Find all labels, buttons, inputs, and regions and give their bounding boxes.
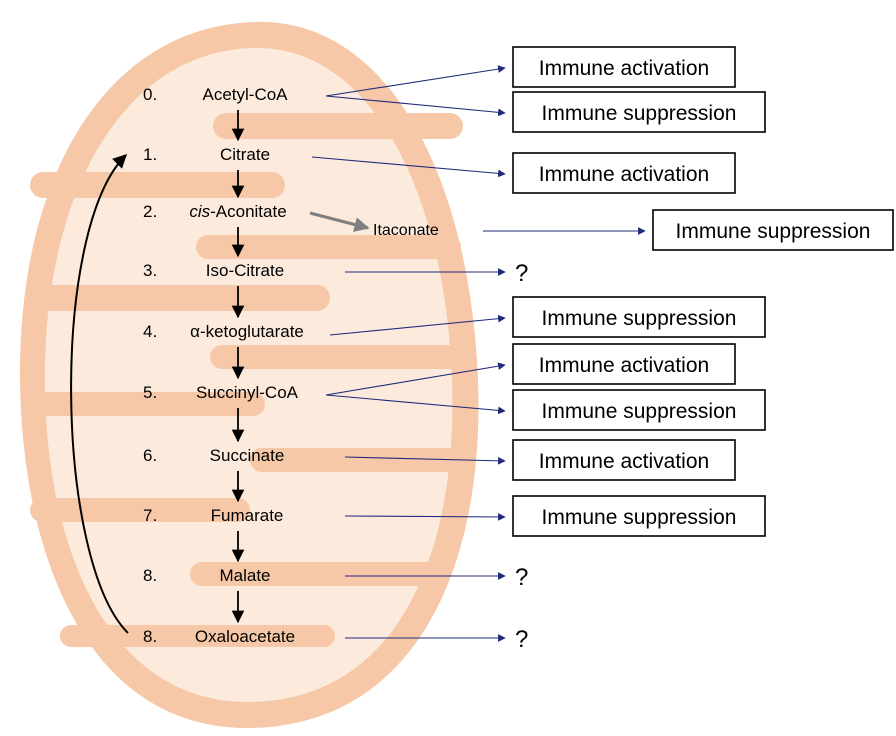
tca-step: 8. Oxaloacetate bbox=[143, 627, 295, 646]
step-number: 7. bbox=[143, 506, 157, 525]
outcome-box-frame bbox=[512, 46, 736, 88]
step-name: Succinyl-CoA bbox=[196, 383, 299, 402]
step-number: 2. bbox=[143, 202, 157, 221]
step-name: α-ketoglutarate bbox=[190, 322, 304, 341]
tca-step: 2. cis-Aconitate bbox=[143, 202, 287, 221]
step-name-text: Acetyl-CoA bbox=[202, 85, 288, 104]
step-name-text: Iso-Citrate bbox=[206, 261, 284, 280]
outcome-box: Immune activation bbox=[512, 46, 736, 88]
outcome-label: Immune suppression bbox=[542, 506, 737, 529]
outcome-link-arrow bbox=[344, 513, 506, 521]
tca-step: 1. Citrate bbox=[143, 145, 270, 164]
unknown-outcome: ? bbox=[515, 564, 528, 591]
outcome-label: Immune suppression bbox=[542, 307, 737, 330]
outcome-label: Immune suppression bbox=[676, 220, 871, 243]
step-name: Oxaloacetate bbox=[195, 627, 295, 646]
step-number: 3. bbox=[143, 261, 157, 280]
step-name-text: Fumarate bbox=[211, 506, 284, 525]
step-name: Succinate bbox=[210, 446, 285, 465]
mitochondrion bbox=[19, 21, 479, 729]
outcome-box-frame bbox=[512, 91, 766, 133]
outcome-box: Immune suppression bbox=[512, 91, 766, 133]
outcome-box-frame bbox=[512, 495, 766, 537]
tca-step: 5. Succinyl-CoA bbox=[143, 383, 299, 402]
outcome-unknown-mark: ? bbox=[515, 626, 528, 653]
step-number: 0. bbox=[143, 85, 157, 104]
step-name: Malate bbox=[219, 566, 270, 585]
step-name-text: Malate bbox=[219, 566, 270, 585]
itaconate-branch-arrow bbox=[309, 211, 370, 232]
step-name-text: Succinyl-CoA bbox=[196, 383, 299, 402]
step-name-text: Oxaloacetate bbox=[195, 627, 295, 646]
unknown-outcome: ? bbox=[515, 626, 528, 653]
tca-step: 6. Succinate bbox=[143, 446, 284, 465]
outcome-label: Immune suppression bbox=[542, 400, 737, 423]
step-name-italic: cis bbox=[189, 202, 210, 221]
outcome-box: Immune suppression bbox=[512, 296, 766, 338]
step-name-text: Citrate bbox=[220, 145, 270, 164]
outcome-unknown-mark: ? bbox=[515, 260, 528, 287]
outcome-box-frame bbox=[512, 296, 766, 338]
itaconate-label: Itaconate bbox=[373, 222, 439, 239]
step-name: Iso-Citrate bbox=[206, 261, 284, 280]
outcome-box-frame bbox=[512, 343, 736, 385]
outcome-links bbox=[311, 65, 646, 642]
cristae bbox=[30, 113, 465, 647]
outcome-label: Immune activation bbox=[539, 57, 709, 80]
tca-step: 3. Iso-Citrate bbox=[143, 261, 284, 280]
outcome-box: Immune suppression bbox=[652, 209, 894, 251]
step-number: 8. bbox=[143, 627, 157, 646]
outcome-link-arrow bbox=[329, 314, 506, 336]
outcome-link-arrow bbox=[344, 456, 506, 465]
outcome-box-frame bbox=[652, 209, 894, 251]
tca-step: 7. Fumarate bbox=[143, 506, 283, 525]
outcome-box: Immune activation bbox=[512, 152, 736, 194]
outcome-label: Immune suppression bbox=[542, 102, 737, 125]
outcome-link-arrow bbox=[325, 65, 506, 97]
outcome-link-arrow bbox=[325, 362, 506, 396]
outcome-box-frame bbox=[512, 389, 766, 431]
step-name-text: Succinate bbox=[210, 446, 285, 465]
step-name: Acetyl-CoA bbox=[202, 85, 288, 104]
step-number: 6. bbox=[143, 446, 157, 465]
matrix bbox=[44, 47, 453, 703]
outcome-box-frame bbox=[512, 152, 736, 194]
step-number: 5. bbox=[143, 383, 157, 402]
step-number: 8. bbox=[143, 566, 157, 585]
regeneration-arrow bbox=[70, 154, 129, 634]
outcome-label: Immune activation bbox=[539, 450, 709, 473]
tca-step: 8. Malate bbox=[143, 566, 271, 585]
tca-step: 4. α-ketoglutarate bbox=[143, 322, 304, 341]
step-name: cis-Aconitate bbox=[189, 202, 286, 221]
tca-steps: 0. Acetyl-CoA 1. Citrate 2. cis-Aconitate 3. Is… bbox=[143, 85, 304, 646]
step-number: 1. bbox=[143, 145, 157, 164]
outcome-box-frame bbox=[512, 439, 736, 481]
step-name: Citrate bbox=[220, 145, 270, 164]
step-name-text: -Aconitate bbox=[210, 202, 287, 221]
outcome-box: Immune activation bbox=[512, 439, 736, 481]
outcome-link-arrow bbox=[311, 156, 506, 178]
outcome-label: Immune activation bbox=[539, 163, 709, 186]
unknown-outcome: ? bbox=[515, 260, 528, 287]
outcome-box: Immune suppression bbox=[512, 495, 766, 537]
step-name-text: α-ketoglutarate bbox=[190, 322, 304, 341]
outcome-box: Immune activation bbox=[512, 343, 736, 385]
outcome-unknown-mark: ? bbox=[515, 564, 528, 591]
outcome-link-arrow bbox=[325, 95, 506, 117]
step-name: Fumarate bbox=[211, 506, 284, 525]
outcome-link-arrow bbox=[325, 394, 506, 415]
step-number: 4. bbox=[143, 322, 157, 341]
outcome-box: Immune suppression bbox=[512, 389, 766, 431]
tca-step: 0. Acetyl-CoA bbox=[143, 85, 288, 104]
outcome-label: Immune activation bbox=[539, 354, 709, 377]
